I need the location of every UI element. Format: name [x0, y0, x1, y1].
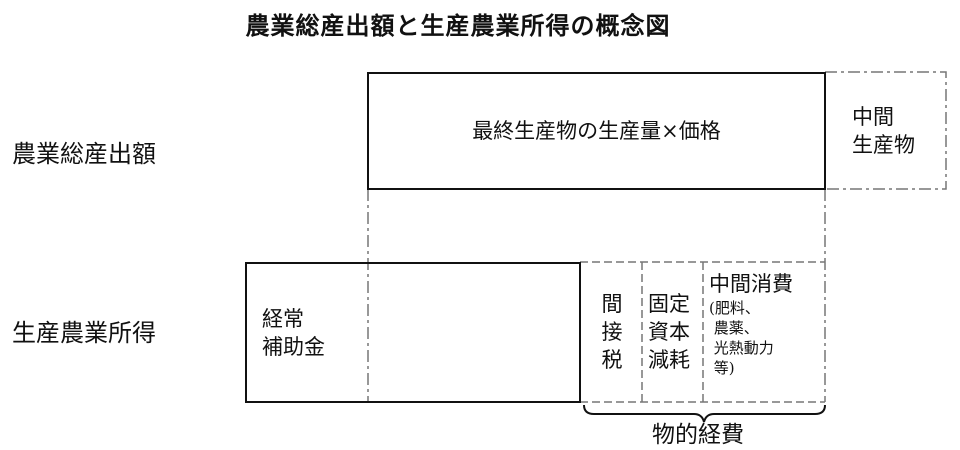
intermediate-consumption-detail: 等) — [709, 359, 735, 377]
final-product-label: 最終生産物の生産量×価格 — [472, 119, 721, 143]
subsidy-line1: 経常 — [262, 307, 304, 331]
indirect-tax-label: 間 接 税 — [600, 290, 624, 374]
depreciation-line: 固定 — [648, 292, 690, 316]
depreciation-label: 固定 資本 減耗 — [648, 290, 690, 374]
intermediate-consumption-detail: 農薬、 — [709, 319, 759, 337]
row-label-agricultural-income: 生産農業所得 — [12, 319, 156, 347]
diagram-title: 農業総産出額と生産農業所得の概念図 — [245, 12, 671, 40]
depreciation-line: 減耗 — [648, 348, 690, 372]
intermediate-consumption-title: 中間消費 — [709, 272, 793, 296]
brace-icon — [583, 404, 826, 423]
subsidy-label: 経常 補助金 — [262, 305, 325, 361]
agricultural-income-box — [245, 262, 581, 403]
intermediate-product-label: 中間 生産物 — [852, 103, 915, 159]
final-product-box: 最終生産物の生産量×価格 — [367, 72, 826, 190]
row-label-gross-output: 農業総産出額 — [12, 140, 156, 168]
intermediate-consumption-detail: 光熱動力 — [709, 339, 774, 357]
depreciation-line: 資本 — [648, 320, 690, 344]
intermediate-product-box-outline — [825, 71, 947, 190]
intermediate-consumption-detail: (肥料、 — [709, 299, 760, 317]
indirect-tax-char: 接 — [601, 320, 623, 344]
material-cost-label: 物的経費 — [652, 422, 744, 448]
intermediate-product-line1: 中間 — [852, 105, 894, 129]
subsidy-line2: 補助金 — [262, 335, 325, 359]
intermediate-product-line2: 生産物 — [852, 133, 915, 157]
indirect-tax-char: 間 — [601, 292, 623, 316]
indirect-tax-char: 税 — [601, 348, 623, 372]
intermediate-consumption-label: 中間消費 (肥料、 農薬、 光熱動力 等) — [709, 270, 793, 378]
